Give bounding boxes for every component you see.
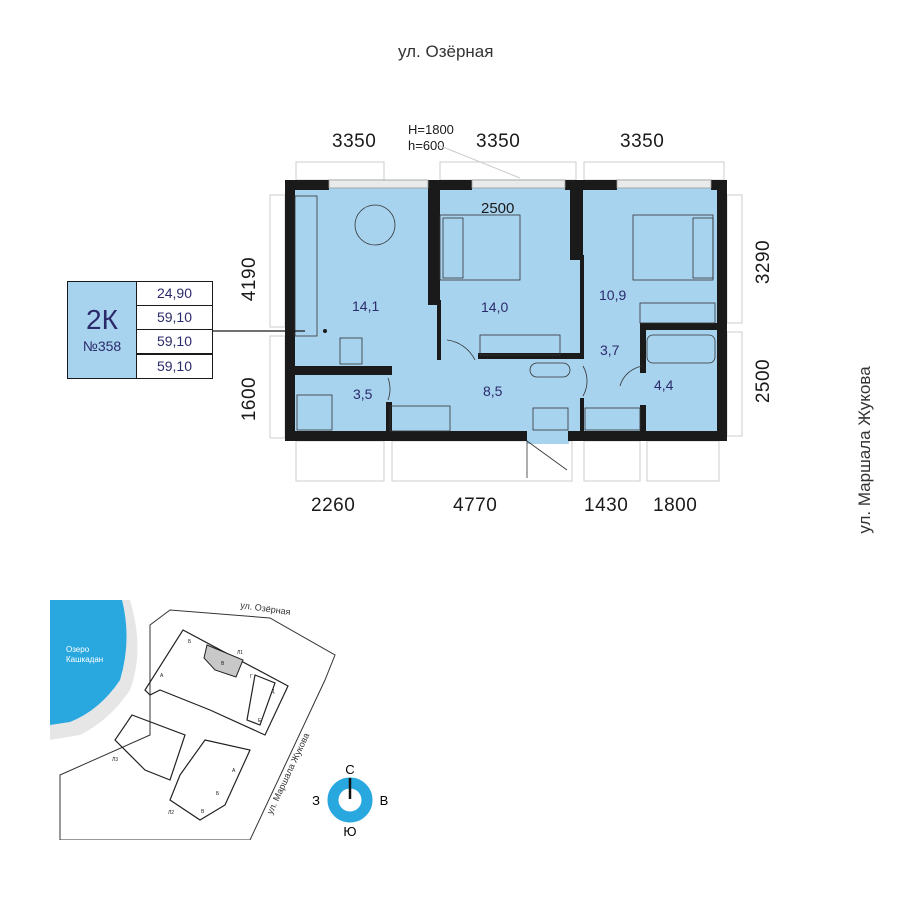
- hall-shelf: [532, 407, 569, 431]
- section-label: Л2: [168, 810, 174, 816]
- kitchen-counter: [294, 195, 318, 337]
- dimension-guides: [269, 144, 743, 482]
- floor-plan: [213, 144, 743, 482]
- bedroom-1-door: [446, 339, 476, 361]
- dim-bottom-1: 2260: [311, 495, 356, 516]
- section-label: Л3: [112, 757, 118, 763]
- section-label: А: [232, 768, 236, 774]
- bench: [529, 362, 571, 378]
- compass: С Ю З В: [312, 762, 388, 839]
- compass-south: Ю: [343, 824, 356, 839]
- window-height-label: H=1800: [408, 122, 454, 137]
- corridor-door: [582, 365, 588, 397]
- section-label: Д: [271, 689, 275, 695]
- bathroom-2-door: [619, 365, 644, 387]
- section-label: Б: [216, 791, 220, 797]
- dim-bottom-4: 1800: [653, 495, 698, 516]
- section-label: В: [201, 809, 205, 815]
- bed-1: [439, 214, 521, 281]
- site-street-right: ул. Маршала Жукова: [265, 731, 312, 816]
- room-area-kitchen: 14,1: [352, 298, 380, 314]
- bathroom-1-door: [387, 377, 391, 401]
- section-label: Е: [258, 718, 262, 724]
- sill-height-label: h=600: [408, 138, 445, 153]
- dim-bottom-2: 4770: [453, 495, 498, 516]
- section-label: В: [221, 661, 225, 667]
- entrance-threshold: [527, 436, 569, 444]
- area-cell-2: 59,10: [136, 305, 213, 330]
- site-plan: Б В Л1 Г Д Е А Л3 Л2 А Б В Озеро Кашкада…: [50, 600, 388, 840]
- wardrobe-2: [639, 302, 716, 324]
- area-cell-1: 24,90: [136, 281, 213, 306]
- lake: [50, 600, 127, 725]
- walls: [285, 180, 727, 441]
- bathtub: [646, 334, 716, 364]
- site-street-top: ул. Озёрная: [240, 600, 292, 617]
- dining-table: [354, 204, 396, 246]
- compass-west: З: [312, 793, 320, 808]
- section-label: Б: [188, 639, 192, 645]
- dim-top-1: 3350: [332, 131, 377, 152]
- dim-top-3: 3350: [620, 131, 665, 152]
- entrance-door: [526, 440, 568, 478]
- highlighted-section: [203, 644, 244, 678]
- room-area-bedroom-2: 10,9: [599, 287, 627, 303]
- apartment-info-box: 2К №358 24,90 59,10 59,10 59,10: [67, 281, 213, 379]
- buildings: [114, 629, 289, 821]
- apartment-type: 2К: [86, 304, 118, 335]
- section-label: Г: [250, 674, 253, 680]
- site-boundary: [59, 609, 336, 840]
- bed-2-pillows: [692, 217, 714, 279]
- room-area-hall: 8,5: [483, 383, 503, 399]
- compass-north: С: [345, 762, 354, 777]
- area-cell-4: 59,10: [136, 354, 213, 379]
- windows: [328, 179, 712, 189]
- shoe-rack: [584, 407, 641, 431]
- furniture: [294, 195, 716, 478]
- shower: [296, 394, 333, 431]
- street-label-top: ул. Озёрная: [398, 42, 494, 61]
- dim-top-2: 3350: [476, 131, 521, 152]
- wardrobe-1: [479, 334, 561, 356]
- stove: [339, 337, 363, 365]
- dim-bottom-3: 1430: [584, 495, 629, 516]
- room-area-corridor: 3,7: [600, 342, 620, 358]
- room-area-bathroom-2: 4,4: [654, 377, 674, 393]
- lake-label-1: Озеро: [66, 645, 90, 654]
- lake-label-2: Кашкадан: [66, 655, 103, 664]
- info-leader-dot: [323, 329, 327, 333]
- bed-1-pillows: [442, 217, 464, 279]
- dim-interior: 2500: [481, 200, 515, 217]
- room-area-bathroom-1: 3,5: [353, 386, 373, 402]
- area-cell-3: 59,10: [136, 329, 213, 354]
- section-label: Л1: [237, 650, 243, 656]
- compass-east: В: [380, 793, 389, 808]
- section-label: А: [160, 673, 164, 679]
- hall-cabinet: [389, 405, 451, 432]
- apartment-type-box: 2К №358: [67, 281, 137, 379]
- apartment-number: №358: [82, 338, 122, 354]
- room-area-bedroom-1: 14,0: [481, 299, 509, 315]
- room-fill: [290, 185, 722, 436]
